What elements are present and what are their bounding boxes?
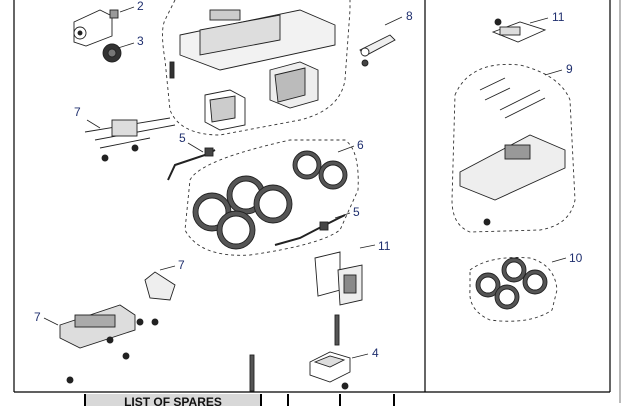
callout-8: 8 — [406, 9, 413, 23]
loco-chassis-part — [179, 9, 336, 71]
circuit-board-part — [314, 251, 363, 306]
callout-6: 6 — [357, 138, 364, 152]
bogie-frame-part — [59, 304, 136, 384]
long-screw-part — [249, 314, 340, 392]
tender-wheels-group-outline — [469, 257, 558, 322]
pickup-assembly-part — [84, 117, 176, 162]
loco-chassis-group-outline — [162, 0, 351, 136]
tender-wheels-part — [475, 257, 548, 310]
callout-11-tender: 11 — [552, 10, 565, 24]
motor-part — [73, 9, 119, 47]
gear-part — [102, 43, 122, 63]
tender-chassis-group-outline — [451, 63, 576, 233]
list-of-spares-header: LIST OF SPARES — [84, 394, 262, 409]
wheels-group-outline — [184, 139, 359, 256]
callout-7-pickup: 7 — [74, 105, 81, 119]
cage-part — [269, 61, 319, 109]
callout-9: 9 — [566, 62, 573, 76]
driving-wheels-part — [192, 150, 348, 250]
tender-circuit-board-part — [491, 18, 547, 43]
callout-5-lower: 5 — [353, 205, 360, 219]
linkage-part-2 — [274, 214, 346, 246]
table-divider — [393, 394, 395, 406]
tender-chassis-part — [459, 77, 566, 226]
table-divider — [287, 394, 289, 406]
weight-box-part — [309, 351, 351, 390]
linkage-part — [167, 147, 216, 181]
pin-part — [169, 61, 175, 79]
gearbox-part — [204, 89, 246, 131]
callout-11-loco: 11 — [378, 239, 391, 253]
pickup-bracket-part — [136, 271, 176, 326]
callout-10: 10 — [569, 251, 583, 265]
coupling-part — [359, 34, 396, 67]
callout-4: 4 — [372, 346, 379, 360]
callout-5-upper: 5 — [179, 131, 186, 145]
table-divider — [339, 394, 341, 406]
callout-7-bracket: 7 — [178, 258, 185, 272]
callout-3: 3 — [137, 34, 144, 48]
callout-7-bogie: 7 — [34, 310, 41, 324]
callout-2: 2 — [137, 0, 144, 13]
